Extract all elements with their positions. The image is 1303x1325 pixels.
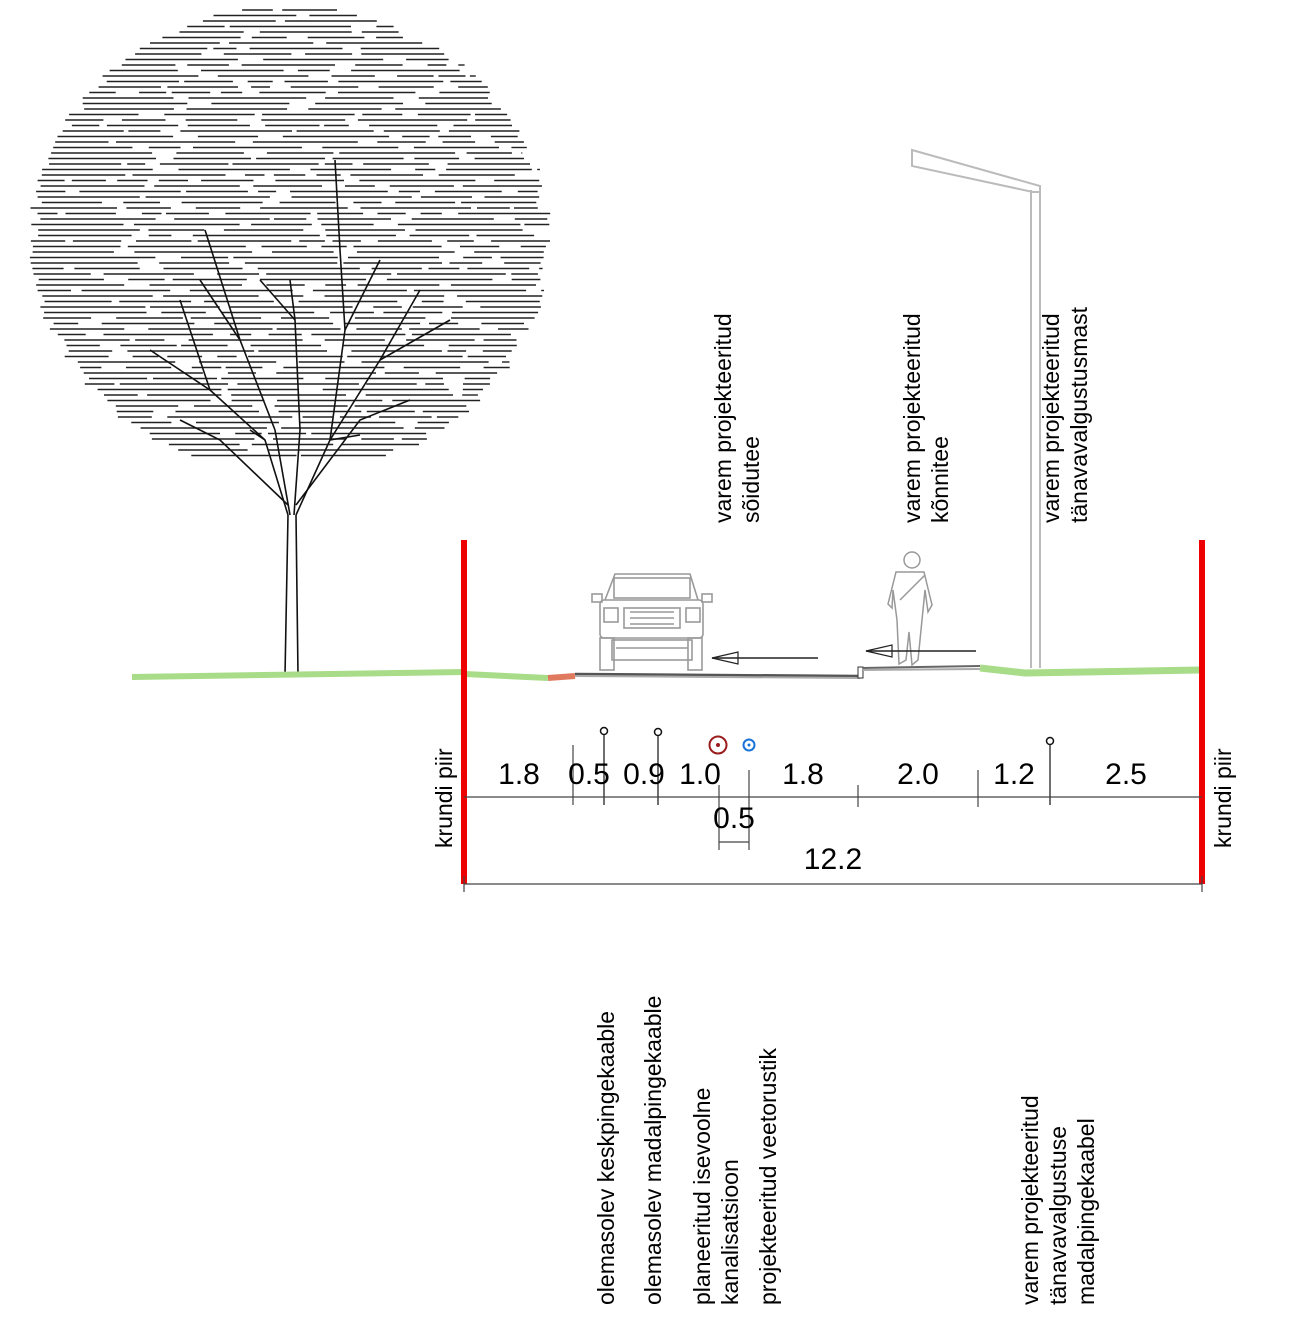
curb-strip [547,673,576,681]
tree-trunk [149,159,451,676]
dim-segment-8: 2.5 [1105,758,1147,791]
sidewalk-surface [862,665,981,669]
lightpole-label-line1: varem projekteeritud [1038,313,1064,523]
lightpole-label-line2: tänavavalgustusmast [1066,306,1092,523]
street-light-pole [911,148,1041,668]
traffic-direction-arrow [711,651,818,665]
utility-markers [599,726,1055,805]
boundary-label-right: krundi piir [1210,748,1236,848]
sewer-label-line2: kanalisatsioon [717,1159,743,1305]
pedestrian-icon [887,551,933,667]
dim-segment-3: 0.9 [623,758,665,791]
road-label-line1: varem projekteeritud [710,313,736,523]
dim-segment-5: 1.8 [782,758,824,791]
street-light-cable-icon [1045,736,1055,746]
tree-illustration [29,9,551,676]
water-label: projekteeritud veetorustik [755,1048,781,1305]
road-label-line2: sõidutee [738,436,764,523]
cable-medium-label: olemasolev keskpingekaable [593,1011,619,1305]
light-cable-label-line1: varem projekteeritud [1017,1095,1043,1305]
low-voltage-cable-icon [653,727,663,737]
dim-segment-2: 0.5 [568,758,610,791]
dim-segment-4: 1.0 [679,758,721,791]
light-cable-label-line2: tänavavalgustuse [1045,1126,1071,1305]
ground-profile [131,664,1201,681]
dim-total-width: 12.2 [804,843,862,876]
dim-sub-segment: 0.5 [713,802,755,835]
dimension-lines [463,745,1203,892]
grass-verge [464,671,549,681]
light-cable-label-line3: madalpingekaabel [1073,1118,1099,1305]
dimension-labels: 1.8 0.5 0.9 1.0 1.8 2.0 1.2 2.5 0.5 12.2 [498,758,1147,876]
grass-left [131,669,466,680]
walk-direction-arrow [865,644,976,658]
medium-voltage-cable-icon [599,726,609,736]
dim-segment-1: 1.8 [498,758,540,791]
dim-segment-7: 1.2 [993,758,1035,791]
boundary-label-left: krundi piir [431,748,457,848]
road-surface [574,672,861,678]
grass-right [979,664,1201,677]
curb-stone [857,666,864,679]
sidewalk-label-line2: kõnnitee [927,436,953,523]
utility-labels: olemasolev keskpingekaable olemasolev ma… [593,996,1099,1305]
cable-low-label: olemasolev madalpingekaable [640,996,666,1305]
car-icon [591,573,713,671]
tree-canopy [29,9,551,457]
sewer-label-line1: planeeritud isevoolne [689,1088,715,1305]
sidewalk-label-line1: varem projekteeritud [899,313,925,523]
dim-segment-6: 2.0 [897,758,939,791]
top-labels: varem projekteeritud sõidutee varem proj… [710,306,1092,523]
